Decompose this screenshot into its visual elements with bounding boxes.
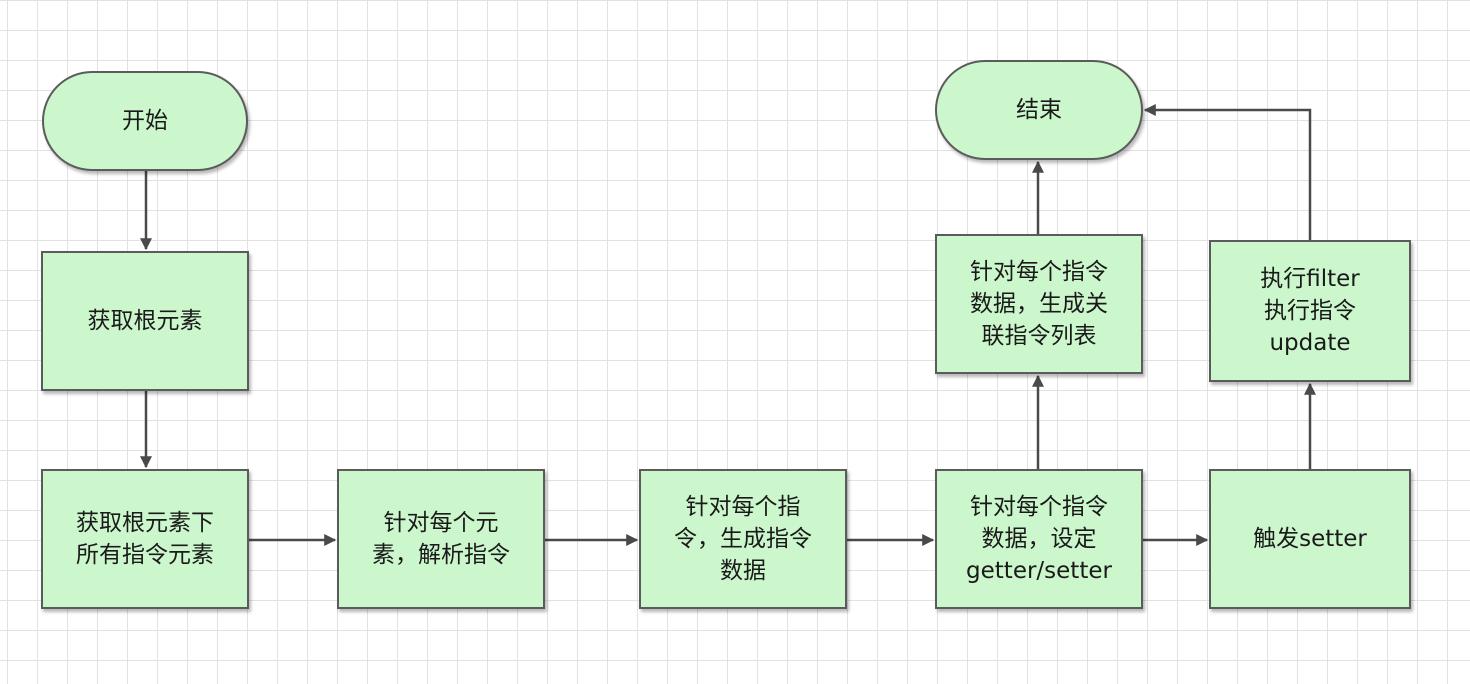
start-node: 开始: [42, 71, 248, 171]
parse-directives-label: 针对每个元 素，解析指令: [372, 510, 510, 568]
parse-directives-node: 针对每个元 素，解析指令: [337, 469, 545, 609]
end-node-label: 结束: [1016, 97, 1062, 123]
execute-filter-update-label: 执行filter 执行指令 update: [1260, 266, 1360, 356]
set-getter-setter-node: 针对每个指令 数据，设定 getter/setter: [935, 469, 1143, 609]
execute-filter-update-node: 执行filter 执行指令 update: [1209, 240, 1411, 382]
get-directive-elements-node: 获取根元素下 所有指令元素: [41, 469, 249, 609]
generate-directive-data-node: 针对每个指 令，生成指令 数据: [639, 469, 847, 609]
generate-directive-data-label: 针对每个指 令，生成指令 数据: [674, 494, 812, 584]
trigger-setter-label: 触发setter: [1253, 526, 1367, 552]
get-directive-elements-label: 获取根元素下 所有指令元素: [76, 510, 214, 568]
start-node-label: 开始: [122, 108, 168, 134]
generate-related-list-label: 针对每个指令 数据，生成关 联指令列表: [970, 259, 1108, 349]
get-root-element-node: 获取根元素: [41, 251, 249, 391]
get-root-element-label: 获取根元素: [87, 308, 203, 334]
generate-related-list-node: 针对每个指令 数据，生成关 联指令列表: [935, 234, 1143, 374]
edge-execute-to-end: [1143, 104, 1312, 240]
set-getter-setter-label: 针对每个指令 数据，设定 getter/setter: [966, 494, 1112, 584]
trigger-setter-node: 触发setter: [1209, 469, 1411, 609]
end-node: 结束: [935, 60, 1143, 160]
